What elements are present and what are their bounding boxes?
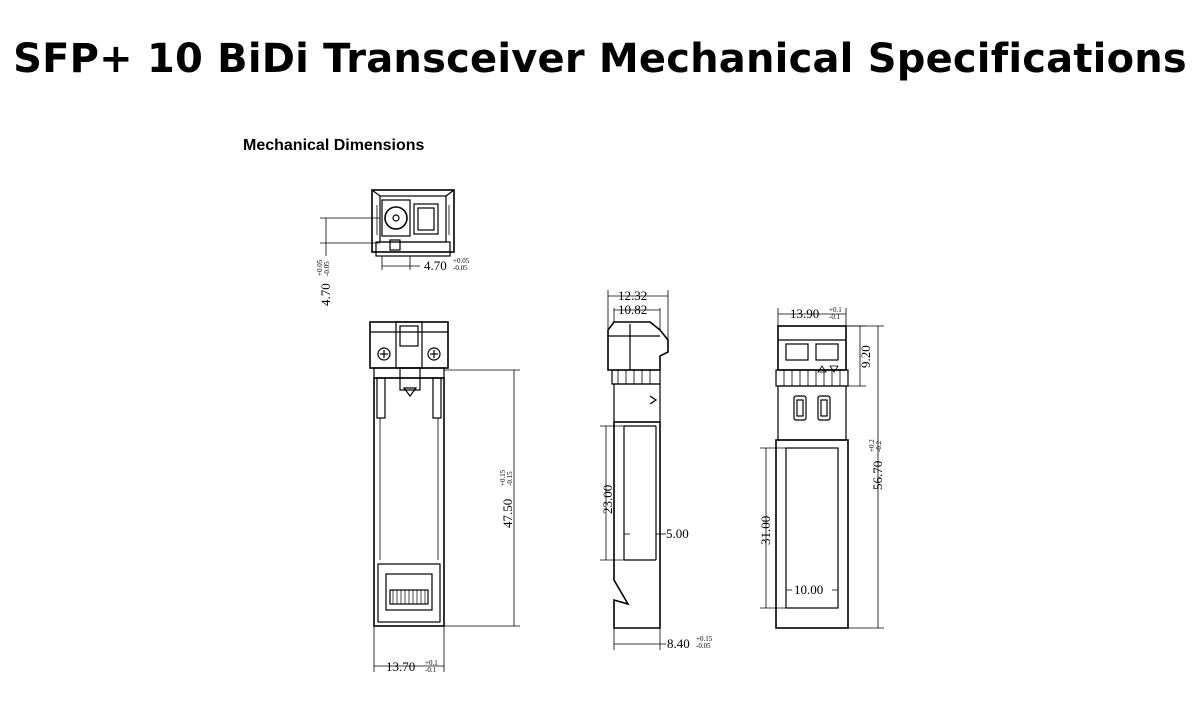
end-width-tol-minus: -0.05 bbox=[453, 264, 468, 272]
side-label-width-value: 5.00 bbox=[666, 526, 689, 541]
top-length-tol-minus: -0.15 bbox=[506, 471, 514, 486]
side-thickness-value: 8.40 bbox=[667, 636, 690, 651]
top-width-value: 13.70 bbox=[386, 659, 415, 674]
bottom-latch-value: 9.20 bbox=[858, 345, 873, 368]
bottom-width-tol-plus: +0.1 bbox=[829, 306, 842, 314]
end-height-tol-minus: -0.05 bbox=[323, 261, 331, 276]
top-view bbox=[369, 321, 520, 672]
bottom-length-tol-plus: +0.2 bbox=[868, 439, 876, 452]
side-label-length-value: 23.00 bbox=[600, 485, 615, 514]
end-width-value: 4.70 bbox=[424, 258, 447, 273]
bottom-length-tol-minus: -0.2 bbox=[875, 440, 883, 452]
bottom-view bbox=[760, 308, 884, 629]
top-width-tol-minus: -0.1 bbox=[425, 666, 437, 674]
side-view bbox=[600, 290, 669, 650]
end-height-tol-plus: +0.05 bbox=[316, 259, 324, 276]
top-length-tol-plus: +0.15 bbox=[499, 469, 507, 486]
side-outer-value: 12.32 bbox=[618, 288, 647, 303]
top-width-tol-plus: +0.1 bbox=[425, 659, 438, 667]
end-height-value: 4.70 bbox=[318, 283, 333, 306]
page-title: SFP+ 10 BiDi Transceiver Mechanical Spec… bbox=[13, 36, 1187, 82]
bottom-label-width-value: 10.00 bbox=[794, 582, 823, 597]
side-inner-value: 10.82 bbox=[618, 302, 647, 317]
end-view bbox=[320, 189, 455, 270]
bottom-label-length-value: 31.00 bbox=[758, 516, 773, 545]
bottom-width-tol-minus: -0.1 bbox=[829, 313, 841, 321]
section-subtitle: Mechanical Dimensions bbox=[243, 137, 425, 154]
side-thickness-tol-plus: +0.15 bbox=[696, 635, 713, 643]
top-length-value: 47.50 bbox=[500, 499, 515, 528]
bottom-width-value: 13.90 bbox=[790, 306, 819, 321]
side-thickness-tol-minus: -0.05 bbox=[696, 642, 711, 650]
bottom-length-value: 56.70 bbox=[870, 461, 885, 490]
end-width-tol-plus: +0.05 bbox=[453, 257, 470, 265]
